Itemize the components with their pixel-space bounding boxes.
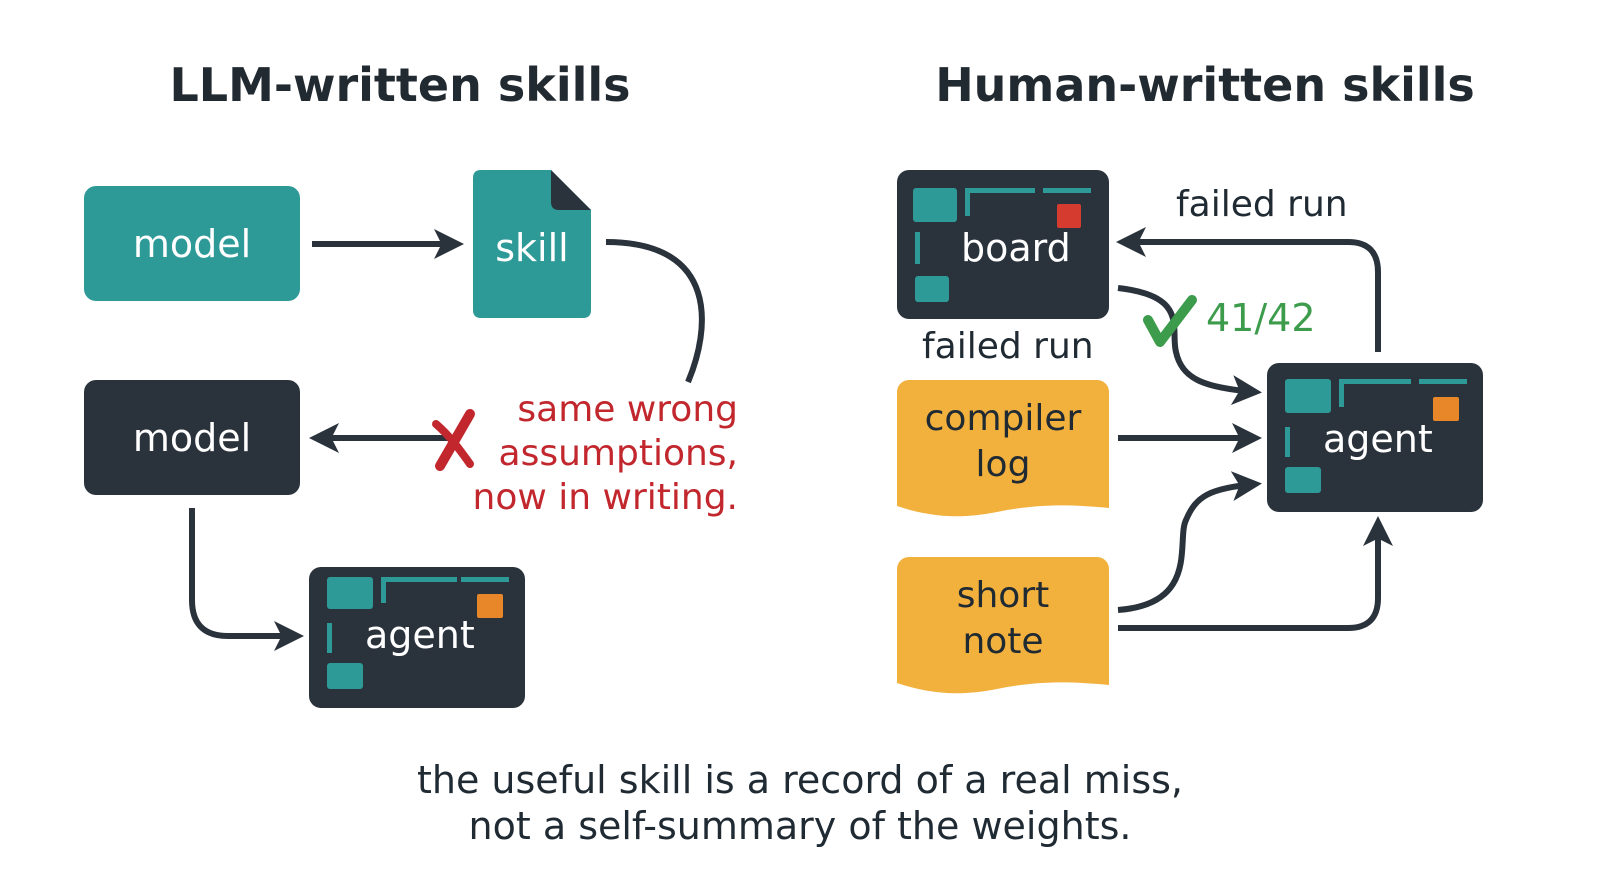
panel-rule [1339, 379, 1344, 407]
agent-panel-left: agent [309, 567, 525, 708]
note-wave-edge [897, 502, 1109, 517]
arrow-board-to-agent [1117, 285, 1262, 406]
note-wave-edge [897, 679, 1109, 694]
arrow-skill-loop [605, 239, 705, 384]
panel-rule [1339, 379, 1411, 384]
arrow-note-to-agent-elbow [1118, 516, 1393, 631]
model-box-bottom: model [84, 380, 300, 495]
panel-rule [461, 577, 509, 582]
agent-panel-right: agent [1267, 363, 1483, 512]
caption-line-1: the useful skill is a record of a real m… [416, 758, 1184, 802]
caption: the useful skill is a record of a real m… [300, 757, 1300, 849]
status-square [477, 594, 503, 618]
agent-label-left: agent [365, 613, 475, 657]
agent-label-right: agent [1323, 417, 1433, 461]
panel-rule [327, 623, 332, 653]
board-label: board [961, 226, 1071, 270]
caption-line-2: not a self-summary of the weights. [468, 804, 1132, 848]
score-label: 41/42 [1206, 296, 1316, 340]
compiler-log-line-1: compiler [924, 398, 1082, 439]
file-icon [473, 170, 591, 318]
panel-tile [327, 577, 373, 609]
model-top-label: model [132, 221, 252, 266]
panel-rule [915, 232, 920, 264]
status-square [1433, 397, 1459, 421]
compiler-log-note: compiler log [897, 380, 1109, 517]
failed-run-below-board-label: failed run [922, 326, 1094, 367]
status-square [1057, 204, 1081, 228]
short-note-line-1: short [956, 575, 1050, 616]
panel-tile [1285, 467, 1321, 493]
right-title: Human-written skills [935, 58, 1475, 112]
check-mark-icon [1143, 295, 1197, 347]
panel-tile [913, 188, 957, 222]
arrow-model-to-agent [189, 508, 304, 651]
panel-rule [1419, 379, 1467, 384]
arrow-note-to-agent-curve [1117, 471, 1262, 613]
board-panel: board [897, 170, 1109, 319]
failed-run-top-label: failed run [1176, 184, 1348, 225]
skill-label: skill [495, 226, 569, 270]
panel-rule [381, 577, 457, 582]
compiler-log-line-2: log [975, 444, 1031, 485]
arrow-agent-to-board [1116, 227, 1381, 352]
skill-document: skill [473, 170, 591, 318]
failure-line-1: same wrong [517, 389, 738, 430]
panel-tile [327, 663, 363, 689]
failure-annotation: same wrong assumptions, now in writing. [470, 388, 738, 520]
model-box-top: model [84, 186, 300, 301]
failure-line-2: assumptions, [498, 433, 738, 474]
left-title: LLM-written skills [169, 58, 631, 112]
short-note: short note [897, 557, 1109, 694]
model-bottom-label: model [132, 415, 252, 460]
panel-rule [965, 188, 970, 216]
panel-rule [381, 577, 386, 603]
panel-rule [965, 188, 1035, 193]
x-mark-icon [432, 409, 475, 471]
panel-tile [1285, 379, 1331, 413]
panel-rule [1043, 188, 1091, 193]
short-note-line-2: note [962, 621, 1044, 662]
failure-line-3: now in writing. [472, 477, 738, 518]
panel-tile [915, 276, 949, 302]
panel-rule [1285, 427, 1290, 457]
